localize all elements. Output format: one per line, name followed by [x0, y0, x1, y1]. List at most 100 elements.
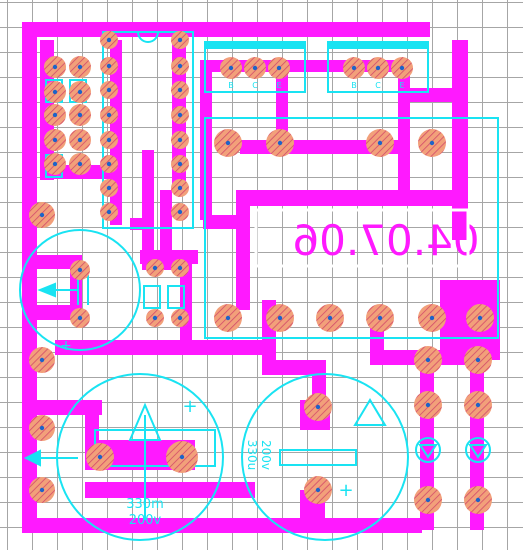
drill-hole: [327, 315, 333, 321]
drill-hole: [252, 65, 258, 71]
drill-hole: [179, 454, 185, 460]
drill-hole: [106, 112, 112, 118]
date-code-frame: [254, 208, 470, 268]
drill-hole: [399, 65, 405, 71]
resistor-b-outline: [167, 285, 185, 309]
drill-hole: [52, 89, 58, 95]
trace-mid-link: [203, 215, 246, 229]
trace-ic-inner-2: [142, 150, 154, 270]
trace-lower-horizontal: [55, 340, 275, 355]
drill-hole: [375, 65, 381, 71]
drill-hole: [52, 112, 58, 118]
drill-hole: [177, 112, 183, 118]
drill-hole: [276, 65, 282, 71]
drill-hole: [475, 357, 481, 363]
trace-top-left: [22, 22, 110, 37]
trace-top-rail: [100, 22, 430, 37]
trace-left-lower-b: [22, 255, 82, 269]
drill-hole: [77, 161, 83, 167]
left-cap-arrow: [37, 282, 56, 298]
drill-hole: [429, 140, 435, 146]
drill-hole: [152, 315, 158, 321]
drill-hole: [77, 315, 83, 321]
transistor-1-label-e: E: [276, 81, 281, 90]
diode-b-outline: [465, 437, 491, 463]
transistor-2-label-c: C: [375, 81, 381, 90]
drill-hole: [351, 65, 357, 71]
drill-hole: [177, 161, 183, 167]
left-cap-plus: +: [60, 338, 72, 354]
trace-right-top-horizontal: [403, 88, 468, 102]
left-lead-arrowhead: [23, 449, 41, 467]
cap-right-plus: +: [338, 480, 353, 501]
drill-hole: [315, 404, 321, 410]
drill-hole: [152, 265, 158, 271]
trace-lower-link-b: [262, 360, 322, 375]
drill-hole: [425, 497, 431, 503]
trace-left-lower-c: [22, 400, 102, 415]
drill-hole: [177, 315, 183, 321]
drill-hole: [106, 185, 112, 191]
trace-mid-vertical-d: [276, 60, 288, 150]
transistor-2-tab: [327, 41, 429, 49]
transistor-1-label-c: C: [252, 81, 258, 90]
drill-hole: [52, 137, 58, 143]
transistor-2-label-e: E: [399, 81, 404, 90]
drill-hole: [106, 63, 112, 69]
drill-hole: [477, 315, 483, 321]
cap-left-value-2: 200v: [129, 513, 162, 528]
trace-left-lower-a: [22, 305, 82, 320]
drill-hole: [77, 112, 83, 118]
drill-hole: [475, 402, 481, 408]
drill-hole: [177, 87, 183, 93]
drill-hole: [39, 487, 45, 493]
diode-b-symbol: [468, 444, 488, 459]
cap-left-plus: +: [182, 396, 197, 417]
pads: [29, 31, 494, 514]
trace-mid-horizontal-c: [238, 190, 468, 206]
date-code-label: 04.07.06: [292, 216, 479, 265]
drill-hole: [425, 402, 431, 408]
drill-hole: [228, 65, 234, 71]
drill-hole: [52, 64, 58, 70]
drill-hole: [177, 209, 183, 215]
big-cap-right-outline: [241, 373, 409, 541]
module-outline: [204, 117, 499, 339]
drill-hole: [177, 185, 183, 191]
cap-right-value-2: 200v: [259, 440, 273, 470]
drill-hole: [39, 425, 45, 431]
silkscreen: [19, 31, 499, 541]
cap-left-value-1: 330m: [126, 497, 163, 512]
trace-mid-vertical-e: [398, 60, 410, 200]
drill-hole: [277, 315, 283, 321]
drill-hole: [429, 315, 435, 321]
drill-hole: [225, 315, 231, 321]
trace-bottom-link: [85, 482, 255, 498]
drill-hole: [377, 315, 383, 321]
transistor-1-tab: [204, 41, 306, 49]
cap-right-value-1: 330u: [245, 440, 259, 471]
drill-hole: [106, 161, 112, 167]
drill-hole: [177, 137, 183, 143]
drill-hole: [177, 63, 183, 69]
big-cap-right-triangle: [353, 398, 387, 426]
diode-a-outline: [415, 437, 441, 463]
diode-a-symbol: [418, 444, 438, 459]
trace-mid-vertical-c: [236, 190, 250, 310]
ic-notch: [137, 31, 159, 43]
transistor-2-label-b: B: [351, 81, 357, 90]
drill-hole: [475, 497, 481, 503]
drill-hole: [425, 357, 431, 363]
drill-hole: [77, 137, 83, 143]
drill-hole: [39, 212, 45, 218]
transistor-1-label-b: B: [228, 81, 234, 90]
left-cap-outline: [19, 229, 141, 351]
drill-hole: [277, 140, 283, 146]
drill-hole: [177, 265, 183, 271]
drill-hole: [377, 140, 383, 146]
drill-hole: [97, 454, 103, 460]
drill-hole: [177, 37, 183, 43]
drill-hole: [106, 209, 112, 215]
resistor-a-outline: [143, 285, 161, 309]
